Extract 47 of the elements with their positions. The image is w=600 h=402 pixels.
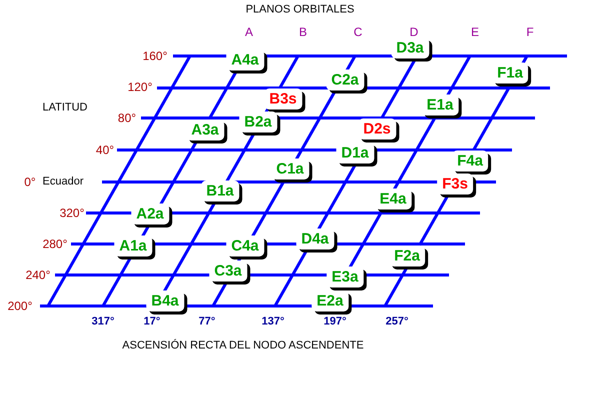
satellite-label: C4a [226,236,264,256]
plane-letter: B [299,26,307,38]
axis-title: LATITUD [42,102,88,114]
longitude-tick: 77° [198,316,216,328]
plane-letter: A [245,26,253,38]
satellite-label: F2a [389,246,425,266]
latitude-tick: 0° [24,176,36,188]
latitude-tick: 200° [8,300,32,312]
chart-title: PLANOS ORBITALES [246,4,354,16]
satellite-label: B2a [239,112,277,132]
satellite-label: F4a [452,150,488,172]
satellite-label: B4a [146,290,184,312]
longitude-tick: 257° [386,316,408,328]
latitude-tick: 320° [60,207,84,219]
latitude-tick: 240° [26,269,50,281]
latitude-tick: 120° [128,81,152,93]
satellite-label: D3a [391,38,429,58]
plane-letter: D [410,26,418,38]
satellite-label: D4a [296,228,334,250]
longitude-tick: 197° [324,316,346,328]
plane-letter: F [526,26,534,38]
latitude-tick: 80° [118,112,136,124]
satellite-label: F1a [492,62,528,84]
latitude-tick: 280° [42,238,68,250]
satellite-label: B3s [264,88,302,110]
satellite-label: D1a [336,142,374,164]
satellite-label: D2s [358,118,396,140]
satellite-label: A4a [226,50,264,70]
satellite-label: E3a [326,266,364,288]
satellite-label: C3a [209,260,247,282]
satellite-label: A1a [114,236,152,256]
satellite-label: F3s [437,174,473,194]
satellite-label: E2a [312,290,348,312]
latitude-tick: 40° [96,144,114,156]
plane-letter: E [471,26,479,38]
satellite-label: E4a [374,188,412,210]
latitude-tick: 160° [142,50,168,62]
plane-letter: C [354,26,362,38]
longitude-tick: 17° [144,316,160,328]
satellite-label: A2a [131,204,169,224]
satellite-label: E1a [422,94,458,116]
satellite-label: B1a [201,180,239,202]
axis-title: ASCENSIÓN RECTA DEL NODO ASCENDENTE [122,340,364,352]
satellite-label: C2a [326,70,364,90]
equator-label: Ecuador [42,176,84,188]
longitude-tick: 317° [92,316,114,328]
longitude-tick: 137° [262,316,284,328]
